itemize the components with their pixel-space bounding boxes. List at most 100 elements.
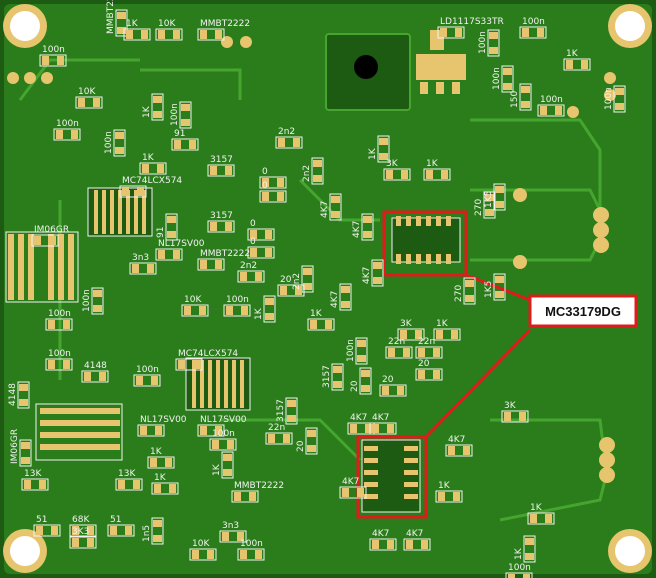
smd-footprint [563, 58, 591, 71]
silk-label-r1k-i: 1K [310, 309, 323, 319]
silk-label-r270: 270 [474, 199, 484, 216]
smd-footprint [329, 193, 342, 221]
smd-footprint [361, 213, 374, 241]
silk-label-c100n-e: 100n [492, 67, 502, 90]
ic-mc33179dg-top [391, 216, 461, 264]
smd-footprint [537, 104, 565, 117]
silk-label-c22n-b: 22n [418, 337, 435, 347]
smd-footprint [81, 370, 109, 383]
silk-label-r0-b: 0 [262, 181, 268, 191]
silk-label-c100n-j: 100n [226, 295, 249, 305]
smd-footprint [247, 228, 275, 241]
silk-label-c2n2-b: 2n2 [302, 165, 312, 182]
smd-footprint [435, 490, 463, 503]
smd-footprint [197, 28, 225, 41]
smd-footprint [613, 85, 626, 113]
silk-label-r4k7-b: 4K7 [352, 221, 362, 238]
silk-label-im06gr-b: IM06GR [10, 429, 20, 464]
smd-footprint [493, 273, 506, 301]
silk-label-r51-b: 51 [110, 515, 121, 525]
silk-label-r3157-c: 3157 [322, 365, 332, 388]
connector-pads [7, 36, 616, 483]
silk-label-r1k-g: 1K [254, 307, 264, 320]
smd-footprint [259, 176, 287, 189]
silk-label-mmbt2222-top2: MMBT2222 [200, 19, 250, 29]
smd-footprint [275, 136, 303, 149]
smd-footprint [207, 220, 235, 233]
silk-label-mc74-a: MC74LCX574 [122, 176, 182, 186]
smd-footprint [493, 183, 506, 211]
smd-footprint [415, 368, 443, 381]
silk-label-c2n2-c: 2n2 [240, 261, 257, 271]
smd-footprint [155, 28, 183, 41]
smd-footprint [423, 168, 451, 181]
smd-footprint [45, 358, 73, 371]
smd-footprint [519, 83, 532, 111]
silk-label-r4k7-h: 4K7 [342, 477, 359, 487]
silk-label-c100n-o: 100n [136, 365, 159, 375]
silk-label-r91-a: 91 [174, 129, 185, 139]
smd-footprint [527, 512, 555, 525]
silk-label-r3k-b: 3K [400, 319, 413, 329]
callout-line-top [465, 273, 531, 302]
silk-label-r150: 150 [510, 91, 520, 108]
smd-footprint [307, 318, 335, 331]
silk-label-c100n-n: 100n [346, 339, 356, 362]
smd-footprint [339, 486, 367, 499]
smd-footprint [219, 530, 247, 543]
smd-footprint [377, 135, 390, 163]
smd-footprint [91, 287, 104, 315]
silk-label-c100n-h: 100n [56, 119, 79, 129]
callout-label-box [528, 294, 638, 328]
smd-footprint [171, 138, 199, 151]
silk-label-r20-e: 20 [296, 440, 306, 452]
smd-footprint [197, 258, 225, 271]
silk-label-r4148-a: 4148 [84, 361, 107, 371]
silk-label-r3k-c: 3K [504, 401, 517, 411]
silk-label-r4k7-g: 4K7 [448, 435, 465, 445]
smd-footprint [175, 358, 203, 371]
silk-label-r20-a: 20 [280, 275, 292, 285]
smd-footprint [231, 490, 259, 503]
smd-footprint [505, 572, 533, 578]
ic-mc33179dg-bottom [361, 439, 421, 513]
silk-label-r4k7-c: 4K7 [362, 267, 372, 284]
silk-label-mmbt2222-bot: MMBT2222 [234, 481, 284, 491]
silk-label-r4k7-e: 4K7 [350, 413, 367, 423]
silk-label-c22n-a: 22n [388, 337, 405, 347]
silk-label-r1k-l: 1K [154, 473, 167, 483]
silk-label-c100n-d: 100n [170, 103, 180, 126]
callout-highlight [356, 210, 532, 519]
silk-label-r0-a: 0 [262, 167, 268, 177]
smd-footprint [75, 96, 103, 109]
silk-label-r3k3-a: 3K3 [72, 527, 89, 537]
smd-footprint [369, 422, 397, 435]
smd-footprint [277, 284, 305, 297]
silk-label-r68k: 68K [72, 515, 90, 525]
regulator-package [325, 30, 466, 111]
silk-label-mmbt2222-mid: MMBT2222 [200, 249, 250, 259]
smd-footprint [129, 262, 157, 275]
smd-footprint [189, 548, 217, 561]
smd-footprint [265, 432, 293, 445]
silk-label-nl17-a: NL17SV00 [158, 239, 205, 249]
silk-label-r10k-top: 10K [158, 19, 176, 29]
silk-label-r1k-h: 1K [436, 319, 449, 329]
smd-footprint [207, 164, 235, 177]
silk-label-c100n-m: 100n [48, 349, 71, 359]
smd-footprint [139, 162, 167, 175]
silk-label-c100n-a: 100n [42, 45, 65, 55]
smd-footprint [385, 346, 413, 359]
silk-label-r1k5-b: 1K5 [484, 281, 494, 298]
copper-pour [4, 4, 652, 574]
smd-footprint [379, 384, 407, 397]
silk-label-mc74-b: MC74LCX574 [178, 349, 238, 359]
smd-footprint [179, 101, 192, 129]
smd-footprint [197, 424, 225, 437]
smd-footprint [415, 346, 443, 359]
callout-line-bottom [424, 328, 532, 439]
smd-footprint [311, 157, 324, 185]
silk-label-r4k7-d: 4K7 [330, 291, 340, 308]
